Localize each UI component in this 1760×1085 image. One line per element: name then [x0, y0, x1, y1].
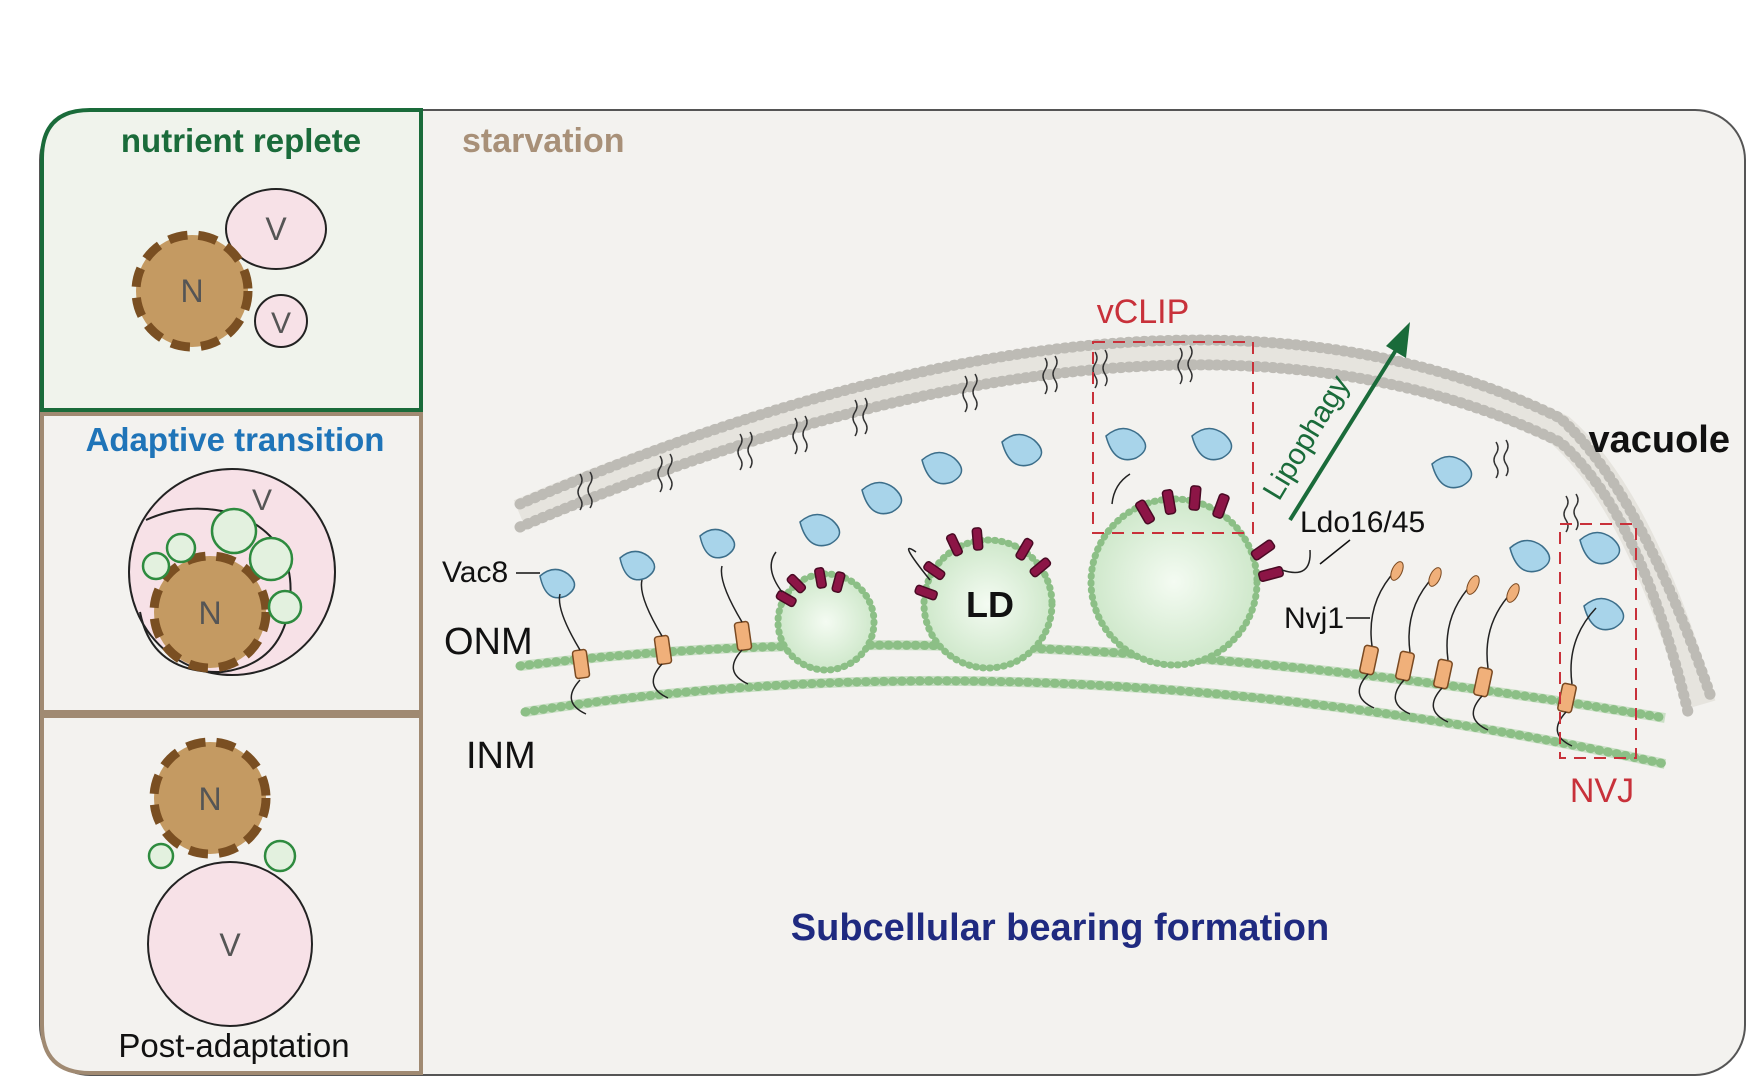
nucleus — [131, 230, 253, 352]
ldo-protein — [831, 571, 846, 594]
vacuole-label: V — [252, 484, 272, 517]
nvj1-protein — [1359, 644, 1379, 676]
ldo-protein — [971, 527, 984, 551]
ldo-protein — [1212, 493, 1230, 519]
ld-label: LD — [966, 584, 1014, 625]
lipid-droplet — [267, 589, 303, 625]
vacuole-label: V — [219, 927, 241, 963]
inm-label: INM — [466, 735, 536, 777]
ldo-protein — [775, 590, 797, 608]
arrow-head — [1386, 322, 1410, 358]
nucleus-label: N — [180, 273, 203, 309]
ldo-label: Ldo16/45 — [1300, 506, 1425, 539]
vac8-protein — [699, 528, 736, 559]
replete-title: nutrient replete — [121, 122, 361, 159]
nvj1-protein — [1473, 666, 1493, 698]
vac8-protein — [799, 513, 841, 547]
nucleus — [149, 551, 271, 673]
ldo-tethers — [770, 473, 1311, 593]
nucleus-label: N — [198, 595, 221, 631]
nvj1-protein — [1395, 650, 1415, 682]
lipid-droplet-large — [1087, 495, 1261, 669]
ldo-protein — [1135, 499, 1155, 525]
starvation-title: starvation — [462, 122, 625, 160]
vacuole-large — [225, 188, 327, 270]
nvj1-protein — [1433, 658, 1453, 690]
nvj1-label: Nvj1 — [1284, 602, 1344, 635]
vclip-label: vCLIP — [1097, 293, 1190, 331]
ldo-protein — [945, 533, 963, 557]
lipid-droplet — [263, 839, 297, 873]
ldo-proteins — [775, 485, 1284, 608]
vac8-protein — [1579, 531, 1621, 565]
nvj-label: NVJ — [1570, 772, 1634, 810]
ldo-protein — [814, 567, 827, 589]
ldo-protein — [1029, 557, 1052, 578]
adaptive-cell: V N — [128, 468, 336, 676]
nvj1-protein — [653, 634, 673, 666]
vacuole-membrane-outer — [514, 334, 1718, 706]
ldo-protein — [1161, 489, 1177, 515]
vac8-protein — [1583, 597, 1625, 631]
onm-label: ONM — [444, 621, 533, 663]
vac8-protein — [619, 550, 656, 581]
nvj1-tethers — [558, 565, 1597, 747]
nucleus-label: N — [198, 781, 221, 817]
ldo-protein — [1188, 485, 1202, 511]
vac8-protein — [539, 568, 576, 599]
vac8-protein — [861, 481, 903, 515]
lipid-droplet — [141, 551, 171, 581]
lipid-droplet-small — [774, 570, 878, 674]
vac8-label: Vac8 — [442, 556, 508, 589]
replete-cell: V V N — [131, 188, 327, 352]
lipid-droplet-medium — [920, 536, 1056, 672]
ldo-protein — [914, 584, 938, 601]
lipid-droplet — [147, 842, 175, 870]
vacuole — [147, 861, 313, 1027]
ldo-protein — [1250, 539, 1276, 561]
lipid-droplets — [774, 495, 1261, 674]
ldo-protein — [786, 573, 807, 594]
post-adaptation-cell: N V — [147, 737, 313, 1027]
caption: Subcellular bearing formation — [791, 907, 1329, 949]
vacuole-large-label: V — [265, 211, 287, 247]
vac8-protein — [1105, 427, 1147, 461]
nvj1-protein — [571, 648, 591, 680]
vacuole-membrane-band — [513, 336, 1716, 710]
vac8-protein — [1509, 539, 1551, 573]
vacuole-small — [254, 294, 308, 348]
vac8-protein — [1001, 433, 1043, 467]
lipid-droplet — [248, 536, 294, 582]
ldo-protein — [1015, 537, 1034, 561]
nvj1-tips — [1390, 561, 1520, 603]
vac8-protein — [1191, 427, 1233, 461]
vac8-proteins — [539, 427, 1625, 631]
lipid-droplet — [165, 532, 197, 564]
ldo-leader — [1319, 539, 1351, 565]
post-adaptation-title: Post-adaptation — [118, 1027, 349, 1064]
adaptive-title: Adaptive transition — [86, 421, 385, 458]
nvj1-protein — [733, 620, 753, 652]
lipid-droplet — [210, 507, 258, 555]
ldo-protein — [923, 561, 946, 581]
vacuole-label: vacuole — [1588, 419, 1730, 461]
vac8-anchors — [577, 345, 1579, 533]
vac8-protein — [1431, 455, 1473, 489]
vacuole-small-label: V — [271, 307, 291, 340]
nucleus — [149, 737, 271, 859]
nvj-box — [1559, 523, 1637, 759]
nvj1-proteins — [558, 561, 1597, 747]
vac8-protein — [921, 451, 963, 485]
lipophagy-arrow — [1288, 322, 1410, 522]
vclip-box — [1092, 341, 1254, 534]
